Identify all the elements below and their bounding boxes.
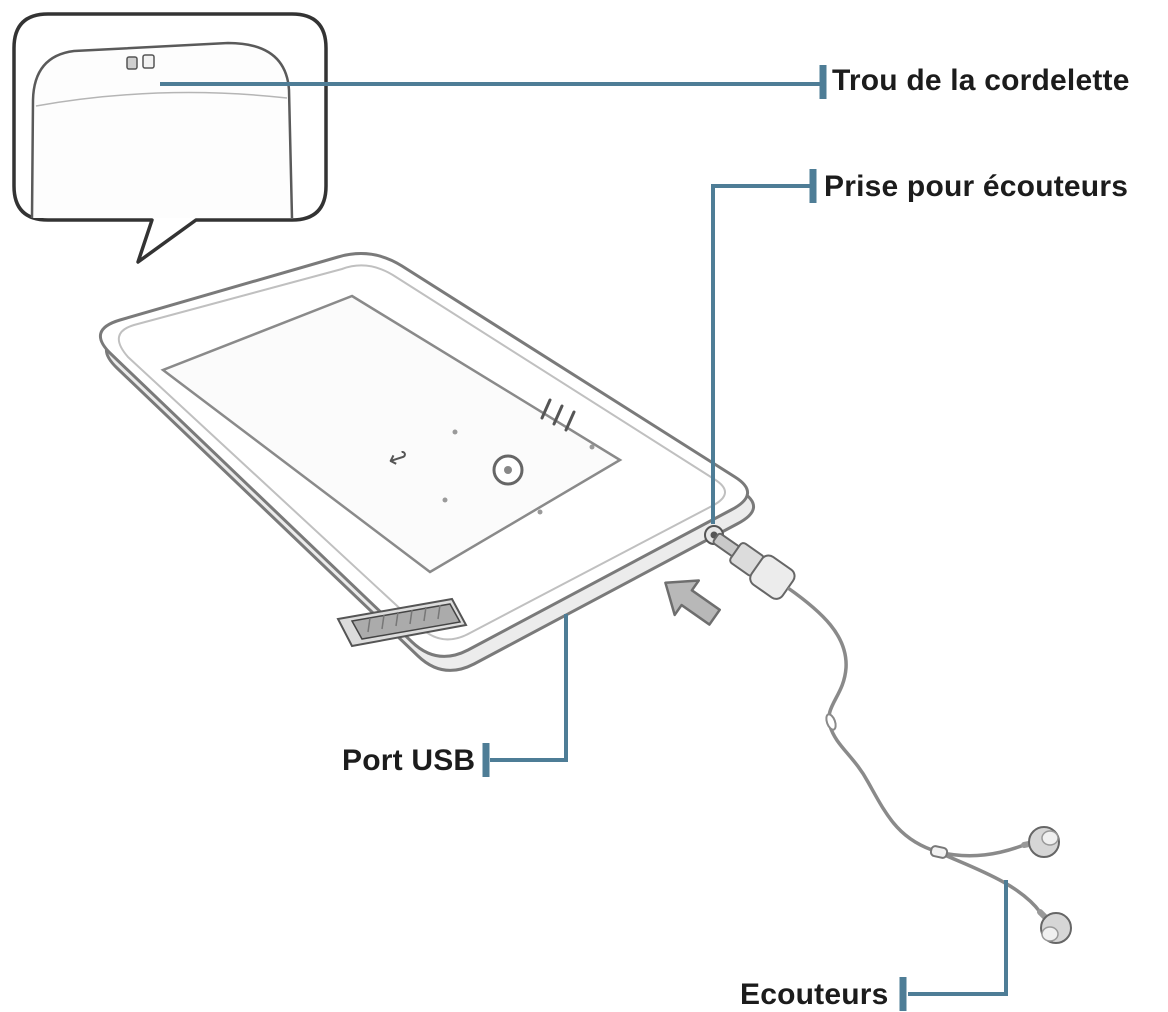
callout-device-top-edge — [35, 91, 288, 107]
earphone-cable-branch-upper — [937, 843, 1025, 858]
leader-earphone-jack — [711, 184, 810, 524]
callout-bubble — [12, 12, 328, 264]
earphone-plug — [712, 532, 796, 600]
menu-bars-icon — [540, 398, 576, 432]
label-earphones: Ecouteurs — [740, 978, 889, 1011]
leader-usb-port — [490, 614, 568, 762]
usb-port-pins — [367, 604, 441, 633]
earbud-left — [1037, 909, 1072, 944]
earbud-right — [1021, 826, 1060, 858]
usb-port — [336, 597, 468, 648]
device-illustration: ↩ — [99, 252, 755, 672]
earphone-cable-branch-lower — [937, 850, 1042, 914]
callout-device-top — [30, 41, 294, 219]
cable-slider — [929, 845, 949, 859]
earphone-cable — [786, 586, 939, 854]
device-screen — [160, 294, 623, 574]
label-earphone-jack: Prise pour écouteurs — [824, 170, 1129, 203]
leader-earphones — [908, 880, 1008, 996]
center-button-dot — [504, 466, 512, 474]
label-usb-port: Port USB — [342, 744, 476, 777]
strap-hole — [126, 54, 155, 70]
cable-tie — [825, 713, 837, 731]
control-dots — [442, 429, 595, 515]
leader-lines — [160, 65, 1008, 1011]
label-strap-hole: Trou de la cordelette — [832, 64, 1130, 97]
insert-arrow-icon — [664, 579, 721, 626]
earphones-illustration — [786, 586, 1072, 944]
